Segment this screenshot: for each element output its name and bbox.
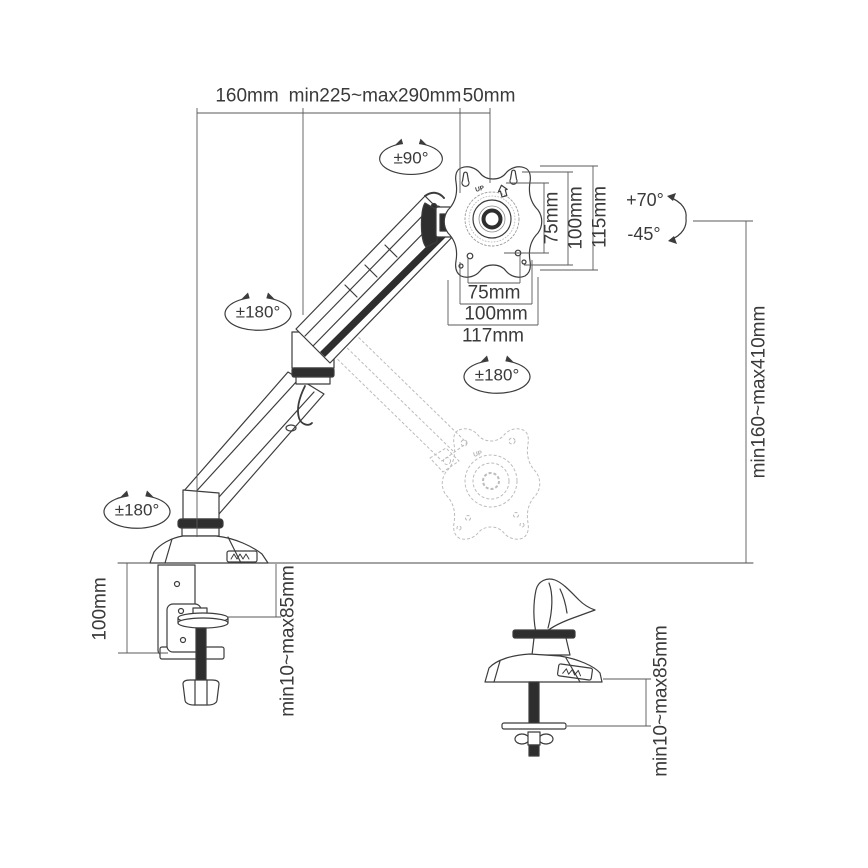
- vesa-h117-label: 117mm: [462, 325, 524, 347]
- vesa-v75-label: 75mm: [541, 191, 563, 245]
- upper-arm: [295, 191, 460, 364]
- grommet-range-label: min10~max85mm: [650, 625, 672, 777]
- dim-top-right-label: 50mm: [462, 85, 516, 107]
- base-pole: [177, 489, 224, 537]
- arm-swivel-top-label: ±180°: [235, 302, 281, 322]
- vesa-h75-label: 75mm: [467, 282, 521, 304]
- wing-nut: [527, 731, 541, 746]
- grommet-rod: [528, 681, 540, 725]
- base-swivel-label: ±180°: [114, 500, 160, 520]
- clamp-height-label: 100mm: [89, 577, 111, 641]
- dim-top-left-label: 160mm: [215, 85, 279, 107]
- dimension-lines: [118, 108, 753, 727]
- keyhole-slot: [461, 171, 470, 187]
- clamp-screw: [195, 627, 207, 684]
- dim-top-mid-label: min225~max290mm: [288, 85, 462, 107]
- arm-swivel-mid-label: ±180°: [474, 365, 520, 385]
- tilt-down-label: -45°: [627, 224, 661, 244]
- vesa-rotation-label: ±90°: [393, 148, 429, 168]
- ghost-vesa-plate: [441, 428, 541, 540]
- ghost-arm-position: [326, 330, 541, 540]
- vesa-plate: [443, 166, 543, 278]
- grommet-washer: [501, 722, 567, 730]
- cable-hook: [297, 385, 313, 426]
- grommet-mount-detail: [484, 578, 603, 757]
- desk-clamp: [157, 564, 229, 706]
- clamp-knob: [182, 679, 220, 706]
- desk-clamp-base: [149, 535, 269, 564]
- vesa-v100-label: 100mm: [565, 186, 587, 250]
- tilt-up-label: +70°: [626, 190, 664, 210]
- vesa-h100-label: 100mm: [464, 303, 528, 325]
- vesa-v115-label: 115mm: [589, 186, 611, 248]
- clamp-range-label: min10~max85mm: [277, 565, 299, 717]
- height-range-label: min160~max410mm: [748, 305, 770, 479]
- up-arrow-icon: [497, 184, 508, 198]
- tilt-arrow: [667, 193, 687, 244]
